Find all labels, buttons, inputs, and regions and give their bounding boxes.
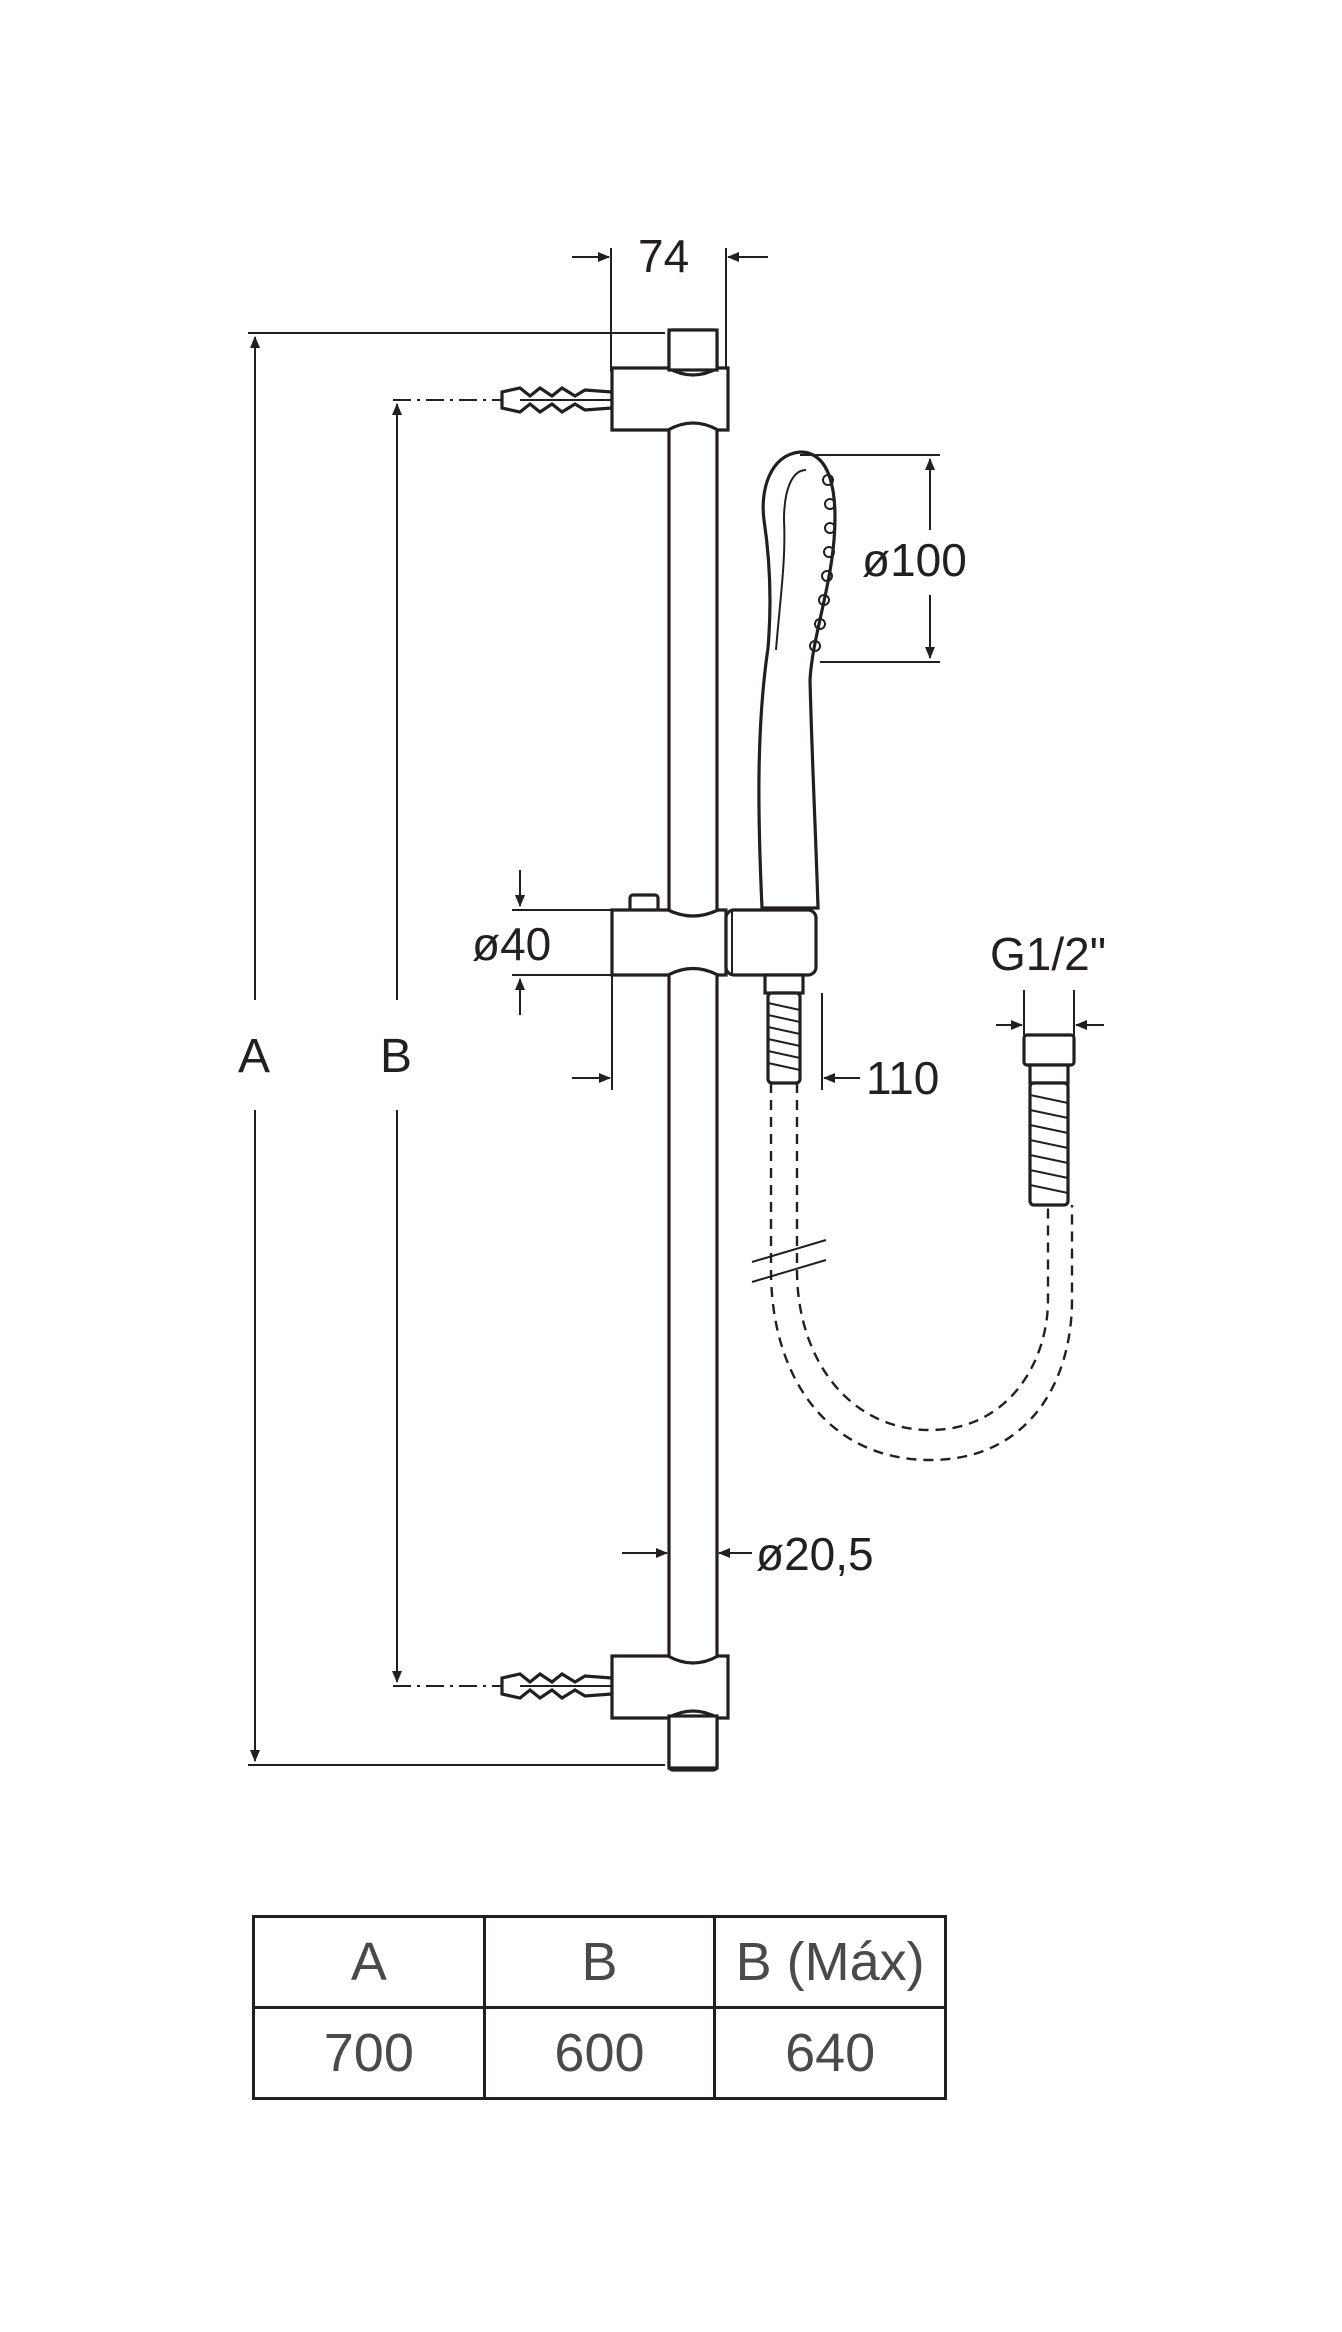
- top-wall-plug: [500, 386, 614, 414]
- shower-hose: [751, 1083, 1074, 1462]
- hose-break-mark: [751, 1239, 827, 1263]
- hose-connector: [763, 973, 805, 1085]
- dimension-110-label: 110: [866, 1052, 939, 1104]
- bottom-bracket: [610, 1654, 730, 1770]
- hand-shower: [757, 450, 837, 910]
- table-cell: 700: [252, 2006, 486, 2100]
- table-header-cell: A: [252, 1915, 486, 2009]
- table-cell: 600: [482, 2006, 717, 2100]
- dimension-74: 74: [572, 230, 768, 372]
- dimension-diameter-100-label: ø100: [862, 534, 967, 586]
- dimension-thread: G1/2": [990, 928, 1106, 1035]
- table-header-cell: B: [482, 1915, 717, 2009]
- dimension-diameter-20-5: ø20,5: [622, 1528, 874, 1580]
- rail-tube: [667, 328, 719, 1772]
- table-header-cell: B (Máx): [713, 1915, 947, 2009]
- dimension-diameter-40-label: ø40: [472, 918, 551, 970]
- top-bracket: [610, 328, 730, 432]
- dimension-a-label: A: [238, 1030, 270, 1083]
- table-cell: 640: [713, 2006, 947, 2100]
- table-row: 700 600 640: [252, 2006, 947, 2100]
- dimension-74-label: 74: [638, 230, 689, 282]
- dimension-diameter-40: ø40: [472, 870, 612, 1015]
- dimension-thread-label: G1/2": [990, 928, 1106, 980]
- dimension-diameter-20-5-label: ø20,5: [756, 1528, 874, 1580]
- shower-head-nozzles: [809, 474, 836, 652]
- hose-end-fitting: [1022, 1033, 1076, 1207]
- dimension-110: 110: [572, 975, 939, 1104]
- dimension-a: A: [238, 332, 665, 1766]
- bottom-wall-plug: [500, 1672, 614, 1700]
- table-header-row: A B B (Máx): [252, 1915, 947, 2009]
- dimension-b-label: B: [380, 1030, 412, 1083]
- dimension-b: B: [380, 399, 505, 1687]
- dimensions-table: A B B (Máx) 700 600 640: [252, 1915, 947, 2100]
- dimension-diameter-100: ø100: [800, 454, 967, 663]
